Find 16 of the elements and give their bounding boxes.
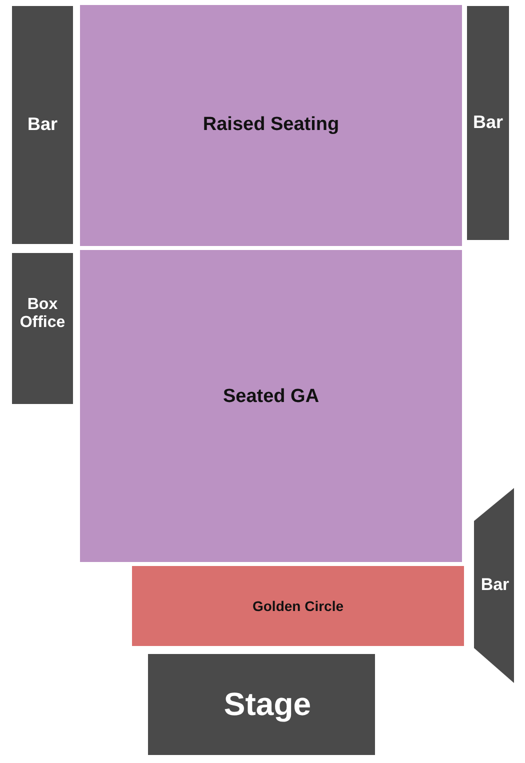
seating-section (80, 250, 462, 562)
section-label: Seated GA (222, 386, 320, 408)
section-label: Stage (224, 686, 312, 722)
stage-area (148, 654, 375, 755)
seating-section (80, 5, 462, 246)
section-label: Golden Circle (252, 599, 344, 615)
venue-section (12, 6, 73, 244)
venue-section (467, 6, 509, 240)
section-label: Raised Seating (202, 115, 340, 136)
section-label: Box Office (18, 296, 66, 332)
seating-section (132, 566, 464, 646)
section-label: Bar (480, 576, 510, 595)
section-label: Bar (27, 115, 58, 135)
venue-section (12, 253, 73, 404)
section-label: Bar (472, 113, 503, 133)
bar-area (474, 488, 514, 683)
